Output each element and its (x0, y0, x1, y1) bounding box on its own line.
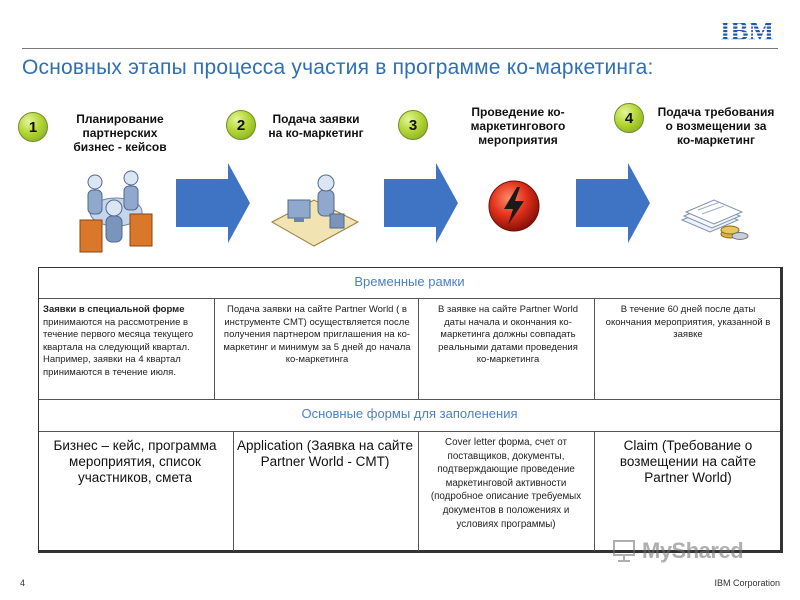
info-table: Временные рамки Заявки в специальной фор… (38, 267, 783, 553)
timeframe-cell-1-bold: Заявки в специальной форме (43, 304, 185, 315)
form-cell-3: Cover letter форма, счет от поставщиков,… (430, 437, 582, 530)
watermark-text: MyShared (642, 538, 744, 563)
lightning-event-icon (488, 180, 540, 232)
step-4-badge: 4 (614, 103, 644, 133)
table-divider (39, 298, 780, 299)
watermark: MyShared (612, 538, 744, 564)
step-1-to-2-arrow (176, 163, 250, 243)
timeframe-cell-1-text: принимаются на рассмотрение в течение пе… (43, 316, 194, 378)
footer-company: IBM Corporation (714, 578, 780, 588)
documents-coins-icon (680, 199, 749, 240)
step-3-badge: 3 (398, 110, 428, 140)
page-number: 4 (20, 578, 26, 588)
table-column-divider (594, 298, 595, 399)
slide-title: Основных этапы процесса участия в програ… (22, 56, 654, 79)
form-cell-4: Claim (Требование о возмещении на сайте … (619, 438, 757, 485)
table-divider (39, 431, 780, 432)
person-at-computer-icon (270, 174, 360, 247)
timeframe-cell-4: В течение 60 дней после даты окончания м… (605, 304, 771, 340)
timeframe-cell-2: Подача заявки на сайте Partner World ( в… (223, 304, 411, 365)
form-cell-1: Бизнес – кейс, программа мероприятия, сп… (53, 438, 217, 485)
svg-text:IBM: IBM (720, 16, 774, 44)
table-column-divider (214, 298, 215, 399)
step-3-label: Проведение ко-маркетингового мероприятия (470, 105, 566, 147)
table-column-divider (418, 431, 419, 551)
step-2-to-3-arrow (384, 163, 458, 243)
step-1-label: Планирование партнерских бизнес - кейсов (73, 112, 167, 154)
ibm-logo: IBM (720, 16, 774, 44)
forms-section-title: Основные формы для заполенения (301, 406, 518, 421)
step-4-label: Подача требования о возмещении за ко-мар… (657, 105, 775, 147)
table-column-divider (594, 431, 595, 551)
timeframe-cell-1: Заявки в специальной форме принимаются н… (43, 304, 209, 379)
form-cell-2: Application (Заявка на сайте Partner Wor… (237, 438, 413, 469)
step-2-badge: 2 (226, 110, 256, 140)
table-column-divider (233, 431, 234, 551)
timeframe-cell-3: В заявке на сайте Partner World даты нач… (437, 304, 579, 365)
table-divider (39, 399, 780, 400)
meeting-people-icon (79, 170, 153, 253)
step-1-badge: 1 (18, 112, 48, 142)
table-column-divider (418, 298, 419, 399)
timeframes-section-title: Временные рамки (354, 274, 465, 289)
presentation-board-icon (613, 540, 635, 562)
step-3-to-4-arrow (576, 163, 650, 243)
header-rule (22, 48, 778, 49)
step-2-label: Подача заявки на ко-маркетинг (268, 112, 364, 140)
